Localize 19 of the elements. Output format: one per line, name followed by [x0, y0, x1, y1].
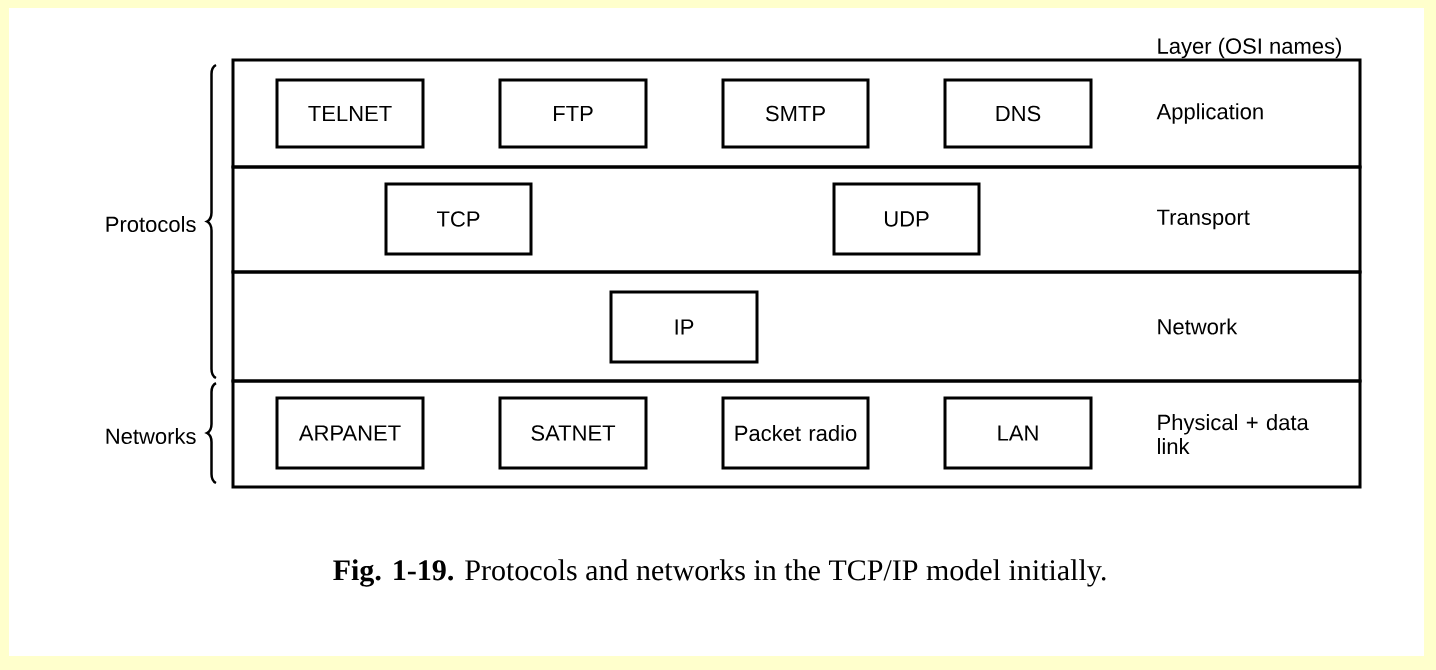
protocol-box: SMTP [721, 78, 870, 149]
layer-name: Application [1156, 103, 1263, 124]
protocol-box: TELNET [275, 78, 425, 149]
protocol-box: IP [609, 290, 759, 364]
protocol-box: TCP [384, 182, 533, 256]
layer-heading: Layer (OSI names) [1158, 37, 1341, 59]
layer-name: Network [1158, 318, 1238, 335]
protocol-box: Packet radio [721, 396, 870, 470]
protocol-box: FTP [498, 78, 648, 149]
protocol-box: ARPANET [275, 396, 425, 470]
caption: Fig. 1-19. Protocols and networks in the TCP/IP model initially. [333, 559, 1106, 587]
protocol-box: SATNET [498, 396, 648, 470]
group-label: Protocols [106, 215, 196, 233]
protocol-box: LAN [943, 396, 1093, 470]
group-label: Networks [106, 427, 196, 445]
protocol-box: DNS [943, 78, 1093, 149]
layer-name: Physical + data link [1158, 414, 1309, 454]
protocol-box: UDP [832, 182, 981, 256]
layer-name: Transport [1157, 209, 1250, 230]
